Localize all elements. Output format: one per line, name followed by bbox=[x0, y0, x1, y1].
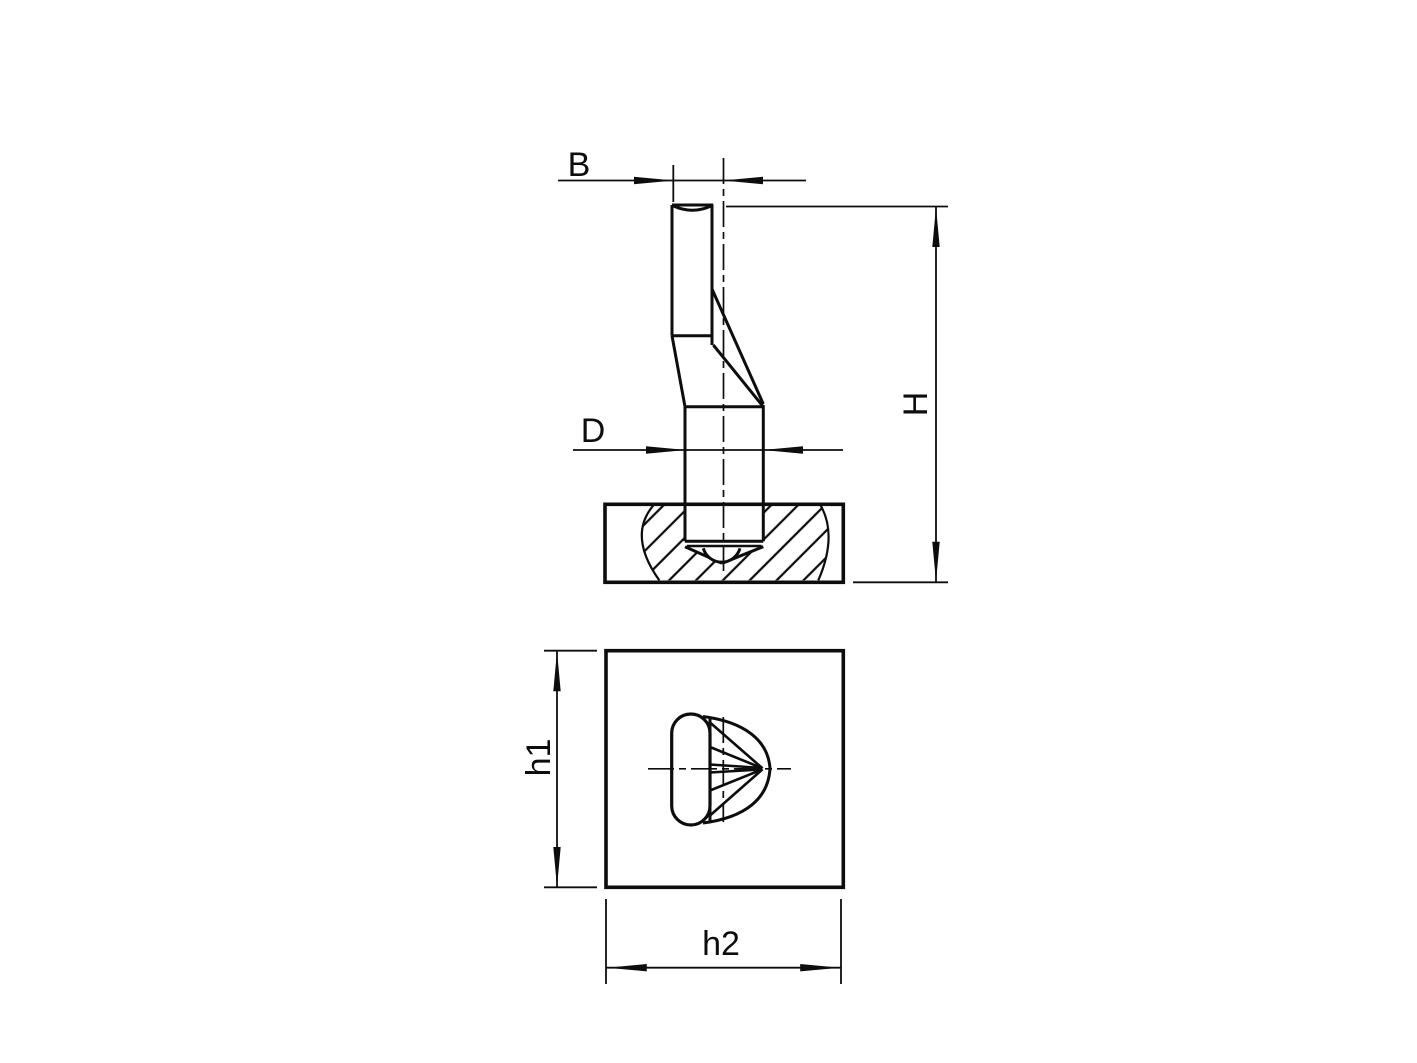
b-arrow-left bbox=[634, 176, 674, 185]
h1-arrow-bottom bbox=[553, 847, 561, 887]
front-view: B D H bbox=[558, 146, 948, 585]
h-arrow-bottom bbox=[932, 541, 940, 582]
dimension-h: H bbox=[726, 205, 948, 584]
dimension-h2: h2 bbox=[605, 899, 842, 984]
dimension-h1: h1 bbox=[520, 649, 597, 889]
bend-inner-edge bbox=[712, 344, 765, 408]
block-square-outline bbox=[604, 648, 846, 890]
dimension-b: B bbox=[558, 146, 806, 202]
clamp-arm-outline bbox=[670, 203, 765, 564]
arm-left-taper bbox=[670, 335, 687, 407]
arm-top-round-edge bbox=[672, 204, 712, 212]
section-hatch bbox=[641, 504, 829, 581]
bend-plan-fan-lines bbox=[709, 721, 764, 817]
b-label: B bbox=[568, 146, 591, 184]
h1-label: h1 bbox=[520, 739, 558, 777]
block-plan bbox=[604, 648, 846, 890]
h2-arrow-left bbox=[606, 964, 647, 972]
d-label: D bbox=[581, 412, 606, 450]
h-label: H bbox=[897, 392, 935, 417]
b-arrow-right bbox=[723, 176, 763, 185]
h1-arrow-top bbox=[553, 651, 561, 692]
break-line-right bbox=[817, 503, 830, 581]
bend-outer-edge bbox=[710, 288, 765, 405]
bend-plan-arc-bottom bbox=[702, 768, 772, 825]
d-arrow-left bbox=[646, 446, 686, 454]
h2-arrow-right bbox=[800, 964, 841, 972]
dimension-d: D bbox=[573, 412, 843, 454]
d-arrow-right bbox=[763, 446, 803, 454]
h2-label: h2 bbox=[702, 925, 740, 963]
h-arrow-top bbox=[932, 207, 940, 247]
ball-end bbox=[701, 547, 742, 564]
bend-plan-arc-top bbox=[702, 715, 772, 769]
bottom-view: h1 h2 bbox=[520, 648, 846, 984]
break-line-left bbox=[640, 503, 661, 581]
